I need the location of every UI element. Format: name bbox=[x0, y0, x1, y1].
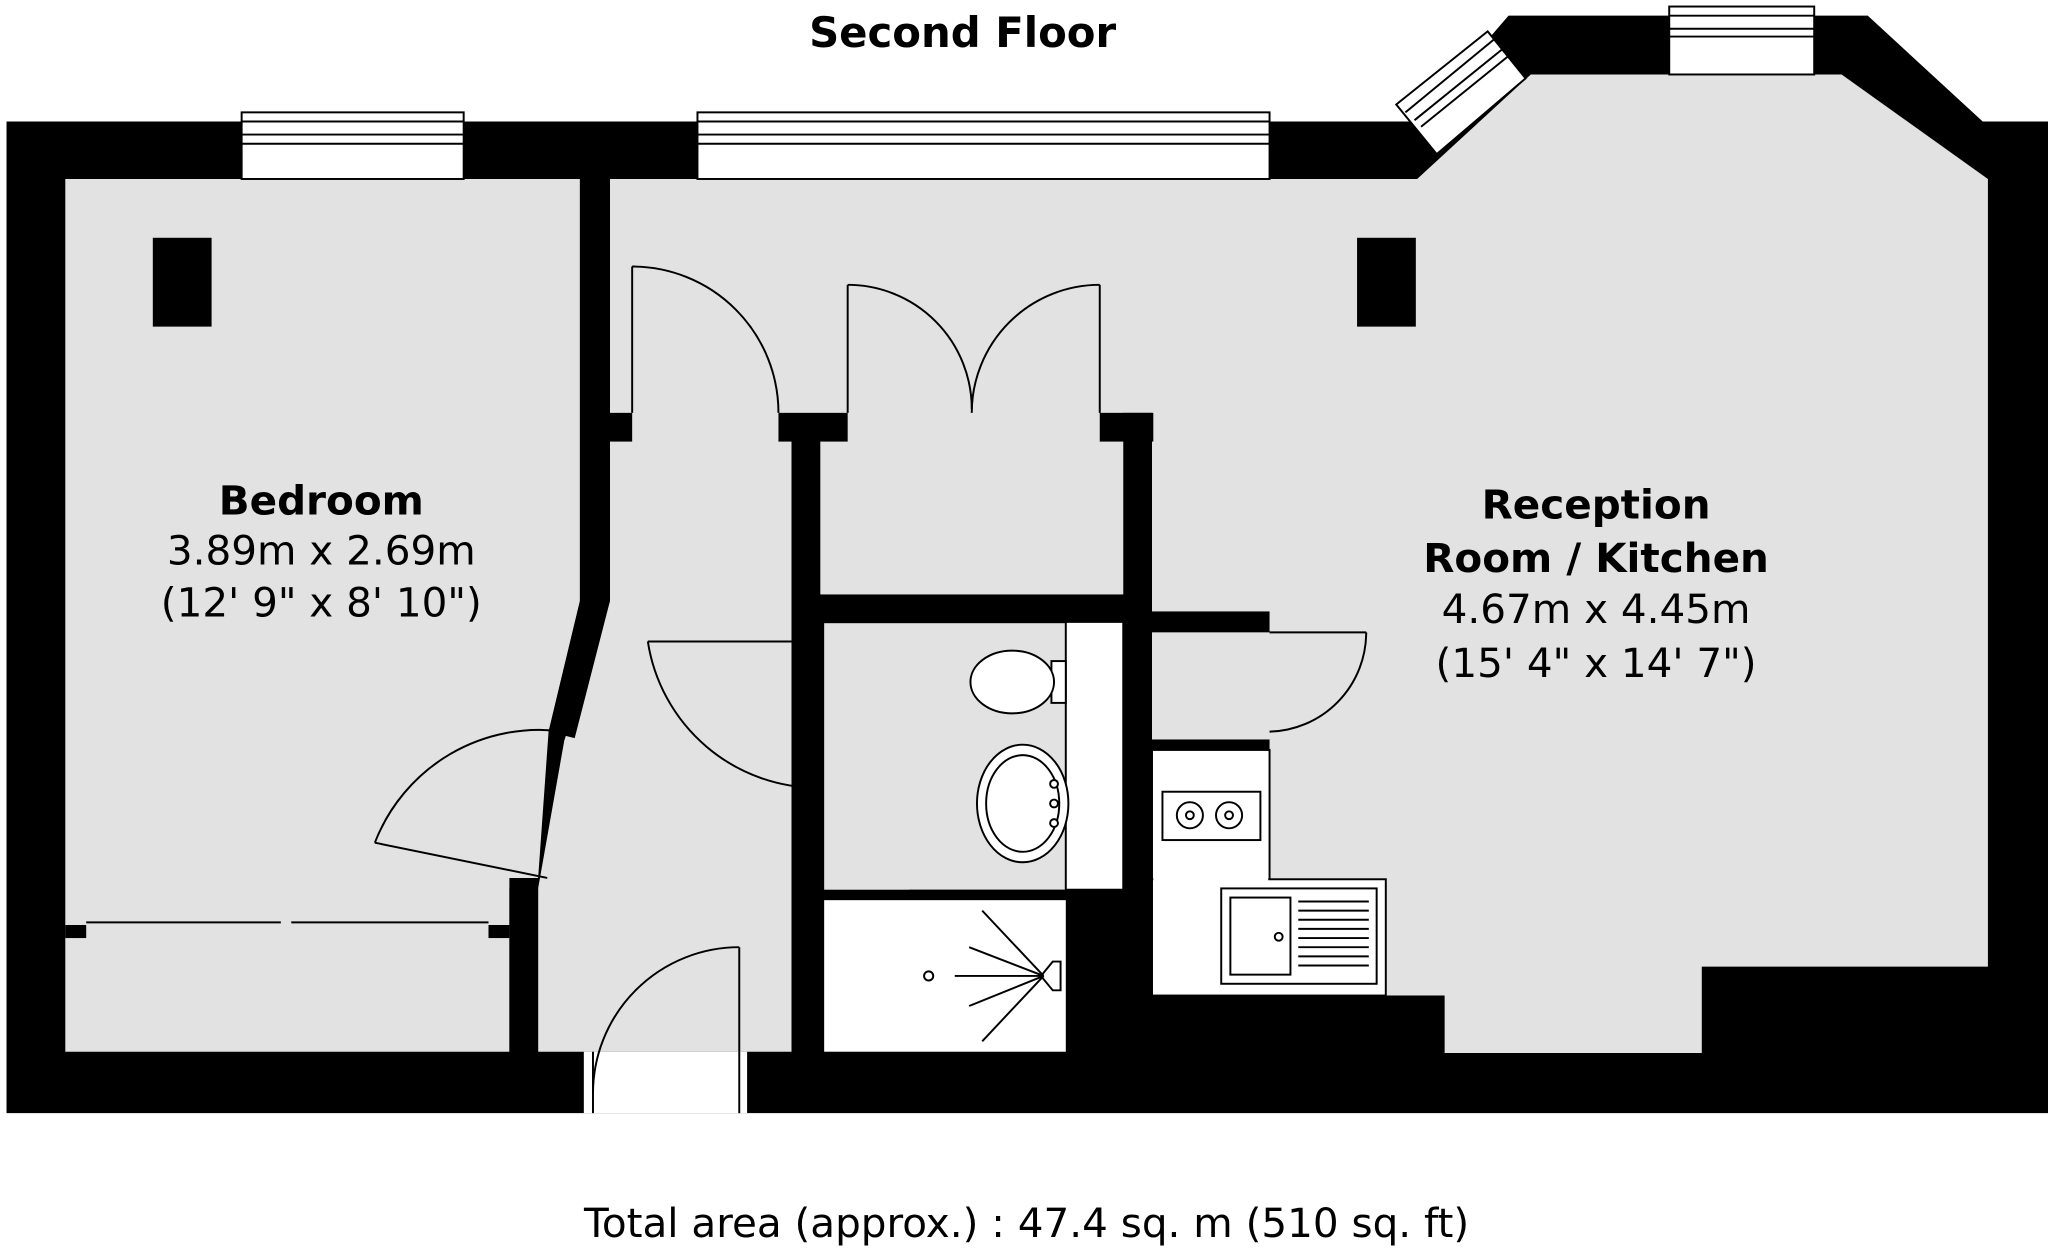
bathroom-counter bbox=[1064, 620, 1125, 891]
bedroom-size-imperial: (12' 9" x 8' 10") bbox=[161, 579, 482, 627]
store-floor bbox=[1152, 632, 1270, 740]
bay-window-top bbox=[1668, 5, 1816, 76]
floor-title: Second Floor bbox=[809, 8, 1116, 57]
bedroom-size-metric: 3.89m x 2.69m bbox=[167, 526, 476, 574]
doors bbox=[373, 265, 1368, 1094]
cupboard-double-door bbox=[846, 283, 1101, 413]
bathroom-fixtures bbox=[923, 620, 1125, 1042]
reception-size-metric: 4.67m x 4.45m bbox=[1442, 585, 1751, 633]
bedroom-name: Bedroom bbox=[219, 477, 424, 525]
hall-window bbox=[696, 111, 1271, 180]
total-area: Total area (approx.) : 47.4 sq. m (510 s… bbox=[583, 1199, 1469, 1247]
windows bbox=[240, 5, 1816, 180]
bedroom-door bbox=[373, 728, 565, 879]
bedroom-floor bbox=[65, 178, 580, 1052]
interior-walls bbox=[65, 178, 1988, 1054]
bedroom-window bbox=[240, 111, 465, 180]
bay-window-angled bbox=[1394, 29, 1527, 156]
kitchen-fixtures bbox=[1151, 748, 1387, 997]
reception-label: Reception Room / Kitchen 4.67m x 4.45m (… bbox=[1423, 481, 1769, 687]
toilet-icon bbox=[969, 649, 1067, 715]
bedroom-label: Bedroom 3.89m x 2.69m (12' 9" x 8' 10") bbox=[161, 477, 482, 627]
entrance-opening bbox=[583, 1051, 748, 1114]
cupboard-floor bbox=[820, 440, 1124, 594]
reception-floor bbox=[1125, 74, 1988, 1054]
entrance-door bbox=[592, 946, 741, 1094]
hall-door bbox=[631, 265, 780, 413]
shower-head-icon bbox=[923, 909, 1062, 1042]
reception-size-imperial: (15' 4" x 14' 7") bbox=[1436, 639, 1757, 687]
reception-name-line1: Reception bbox=[1482, 481, 1711, 529]
washbasin-icon bbox=[976, 743, 1070, 864]
hob-icon bbox=[1161, 790, 1262, 842]
store-door bbox=[1269, 631, 1368, 733]
sink-icon bbox=[1220, 887, 1378, 985]
bathroom-door bbox=[646, 640, 821, 789]
reception-name-line2: Room / Kitchen bbox=[1423, 534, 1769, 582]
